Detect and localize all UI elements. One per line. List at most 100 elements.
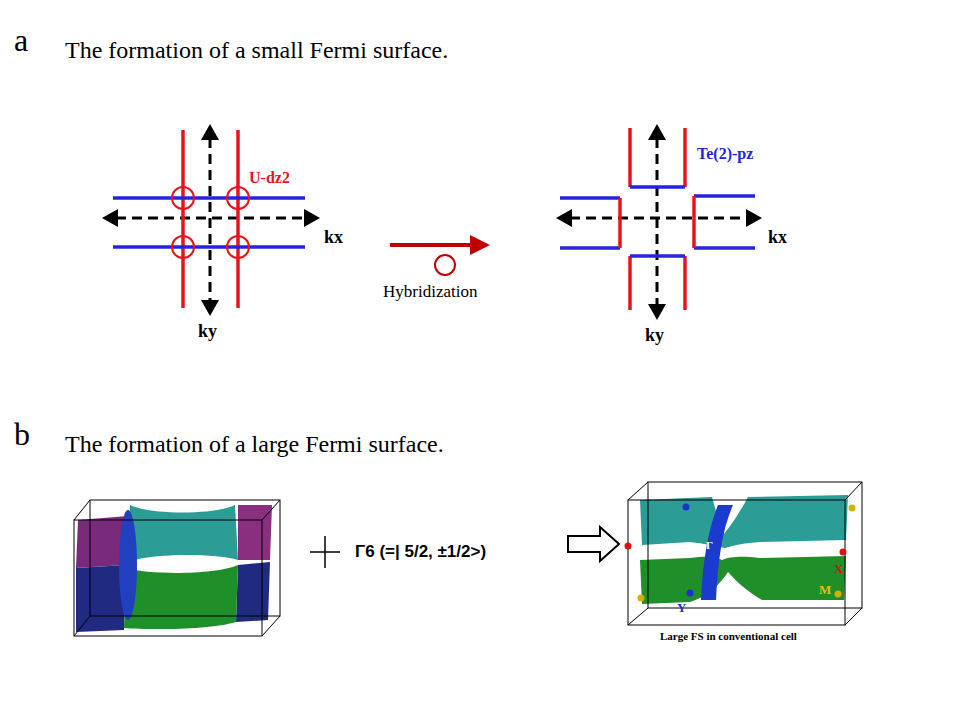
panel-title-holder: The formation of a small Fermi surface. [65,38,448,62]
k-point-label: Y [677,601,686,614]
kx-axis [570,217,748,220]
axis-arrowhead [201,300,219,316]
left-band-plot [102,124,320,316]
axis-label-holder: kx [324,228,343,246]
right-band-plot [556,124,762,320]
axis-label-holder: ky [645,326,664,344]
d-band-line [181,130,185,308]
orbital-state: Γ6 (=| 5/2, ±1/2>) [355,543,486,560]
k-point-label-holder: M [819,583,831,596]
k-point-dot [835,591,842,598]
axis-arrowhead [201,124,219,140]
cell-frame [262,616,280,636]
fs-sheet [640,556,846,604]
d-band-line [683,128,687,187]
fs-sheet [236,562,270,622]
p-band-line [560,246,620,250]
panel-title-holder: The formation of a large Fermi surface. [65,432,444,456]
cell-frame [845,482,862,500]
p-band-line [113,245,305,249]
axis-label: ky [198,322,217,340]
d-band-line [236,130,240,308]
cell-frame [74,500,90,520]
axis-label: ky [645,326,664,344]
process-arrowhead [470,235,490,255]
d-band-line [618,198,622,248]
process-arrow [390,243,472,247]
k-point-dot [687,590,694,597]
orbital-label: U-dz2 [249,170,290,186]
k-point-dot [840,549,847,556]
panel-letter: b [14,418,30,450]
fermi-surface-large [625,482,863,625]
k-point-label-holder: Y [677,601,686,614]
axis-arrowhead [102,209,118,227]
cell-frame [74,616,90,636]
axis-label-holder: ky [198,322,217,340]
process-label-holder: Hybridization [383,283,477,300]
k-point-dot [683,504,690,511]
k-point-dot [625,543,632,550]
k-point-label: M [819,583,831,596]
k-point-label-holder: X [834,562,843,575]
k-point-dot [638,595,645,602]
k-point-label: Γ [706,540,713,551]
hybridization-circle [172,236,194,258]
hybridization-circle [227,236,249,258]
axis-arrowhead [556,209,572,227]
axis-arrowhead [648,124,666,140]
orbital-label-holder: U-dz2 [249,170,290,186]
fs-sheet [76,565,126,632]
ky-axis [209,138,212,302]
p-band-line [630,185,685,189]
cell-frame [628,482,648,500]
k-point-dot [849,505,856,512]
p-band-line [113,196,305,200]
cell-frame [845,608,862,625]
orbital-label: Te(2)-pz [697,146,753,162]
fs-sheet [238,505,272,560]
p-band-line [630,254,685,258]
panel-title: The formation of a small Fermi surface. [65,38,448,62]
d-band-line [628,256,632,310]
fs-sheet [640,495,848,548]
axis-label-holder: kx [768,228,787,246]
d-band-line [683,256,687,310]
ky-axis [656,138,659,306]
result-arrow [568,527,619,561]
axis-label: kx [324,228,343,246]
fs-sheet [124,565,238,629]
orbital-state-holder: Γ6 (=| 5/2, ±1/2>) [355,543,486,560]
axis-arrowhead [746,209,762,227]
panel-title: The formation of a large Fermi surface. [65,432,444,456]
cell-frame [74,520,262,636]
fs-sheet [128,505,238,562]
panel-letter-holder: b [14,418,30,450]
panel-letter: a [14,24,28,56]
cell-frame [90,500,280,616]
figure-caption: Large FS in conventional cell [660,631,797,642]
fs-cylinder [701,505,733,600]
axis-label: kx [768,228,787,246]
plus-sign [324,536,326,568]
cell-frame [628,608,648,625]
cell-frame [648,482,862,608]
axis-arrowhead [304,209,320,227]
p-band-line [694,194,755,198]
hybridization-symbol [435,255,455,275]
kx-axis [116,217,306,220]
process-label: Hybridization [383,283,477,300]
fermi-surface-small [74,500,280,636]
d-band-line [692,196,696,248]
d-band-line [628,128,632,187]
k-point-label: X [834,562,843,575]
fs-cylinder [119,510,137,620]
hybridization-circle [227,187,249,209]
p-band-line [694,246,755,250]
axis-arrowhead [648,304,666,320]
cell-frame [628,500,845,625]
k-point-label-holder: Γ [706,540,713,551]
orbital-label-holder: Te(2)-pz [697,146,753,162]
